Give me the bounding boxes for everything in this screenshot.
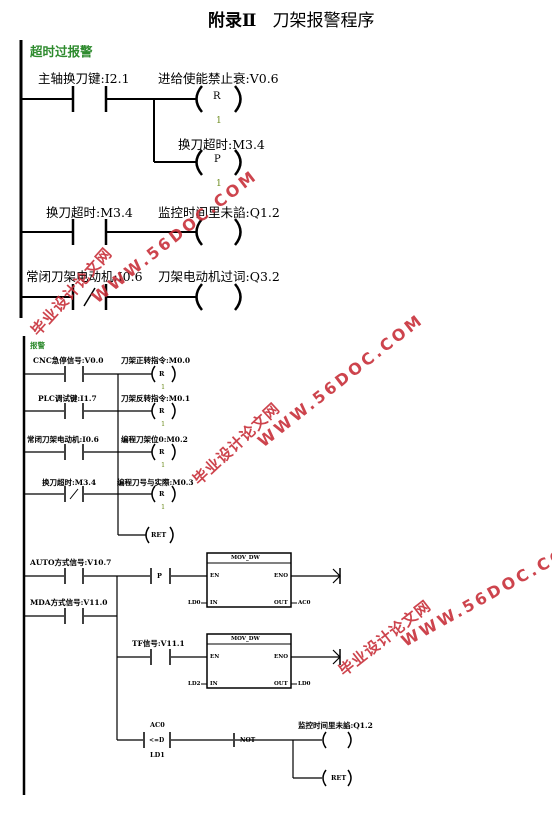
coil-label: 换刀超时:M3.4 [178, 137, 265, 152]
mov-dw-block-2 [206, 633, 292, 689]
block-en: EN [210, 573, 220, 579]
block-name: MOV_DW [231, 636, 260, 642]
coil-count: 1 [161, 420, 166, 428]
block-eno: ENO [274, 573, 289, 579]
title-text: 刀架报警程序 [272, 11, 375, 31]
coil-op: R [159, 490, 165, 498]
contact-label: CNC急停信号:V0.0 [33, 356, 104, 365]
coil-label: 编程刀号与实際:M0.3 [117, 478, 194, 487]
contact-label: TF信号:V11.1 [132, 639, 185, 648]
contact-label: MDA方式信号:V11.0 [30, 598, 108, 607]
coil-pulse [195, 149, 203, 176]
compare-top: AC0 [150, 721, 165, 729]
mov-dw-block-1 [206, 552, 292, 608]
coil-count: 1 [161, 383, 166, 391]
contact-label: 换刀超时:M3.4 [46, 205, 133, 220]
appendix-label: 附录Ⅱ [208, 11, 257, 31]
coil-count: 1 [216, 179, 222, 189]
coil-label: 编程刀架位0:M0.2 [121, 435, 188, 444]
contact-label: AUTO方式信号:V10.7 [30, 558, 112, 567]
block-out-value: LD0 [298, 681, 311, 687]
coil-label: 刀架反转指令:M0.1 [121, 394, 191, 403]
coil-label: 刀架正转指令:M0.0 [121, 356, 191, 365]
coil-output [195, 218, 203, 246]
block-eno: ENO [274, 654, 289, 660]
contact-label: 换刀超时:M3.4 [42, 478, 97, 487]
contact-label: PLC调试键:I1.7 [38, 394, 97, 403]
block-in-value: LD2 [188, 681, 201, 687]
coil-label: 监控时间里未諂:Q1.2 [158, 205, 280, 220]
coil-op: R [159, 448, 165, 456]
block-name: MOV_DW [231, 555, 260, 561]
section-label-alarm: 报警 [30, 341, 45, 350]
block-en: EN [210, 654, 220, 660]
contact-label: 常闭刀架电动机:I0.6 [26, 269, 143, 284]
coil-count: 1 [216, 116, 222, 126]
block-in: IN [210, 681, 218, 687]
ret-coil-label: RET [331, 774, 347, 782]
coil-op: R [159, 370, 165, 378]
coil-op: P [214, 154, 221, 165]
coil-label: 刀架电动机过词:Q3.2 [158, 269, 280, 284]
block-in-value: LD0 [188, 600, 201, 606]
block-in: IN [210, 600, 218, 606]
block-out: OUT [274, 681, 288, 687]
compare-bottom: LD1 [150, 751, 165, 759]
page-title: 附录Ⅱ 刀架报警程序 [208, 6, 375, 31]
block-out: OUT [274, 600, 288, 606]
contact-label: 主轴换刀键:I2.1 [38, 71, 130, 86]
edge-label: P [157, 572, 162, 580]
not-label: NOT [240, 737, 256, 744]
coil-count: 1 [161, 503, 166, 511]
compare-op: <=D [149, 737, 165, 744]
contact-label: 常闭刀架电动机:I0.6 [27, 435, 99, 444]
coil-output [195, 283, 203, 311]
coil-label: 监控时间里未諂:Q1.2 [298, 721, 373, 730]
coil-op: R [159, 407, 165, 415]
ret-coil-label: RET [151, 531, 167, 539]
coil-label: 进给使能禁止衰:V0.6 [158, 71, 279, 86]
coil-count: 1 [161, 461, 166, 469]
section-label-timeout: 超时过报警 [30, 44, 93, 59]
coil-op: R [213, 91, 221, 102]
coil-reset-1 [195, 85, 203, 113]
nc-contact-slash [83, 287, 96, 307]
block-out-value: AC0 [298, 600, 311, 606]
